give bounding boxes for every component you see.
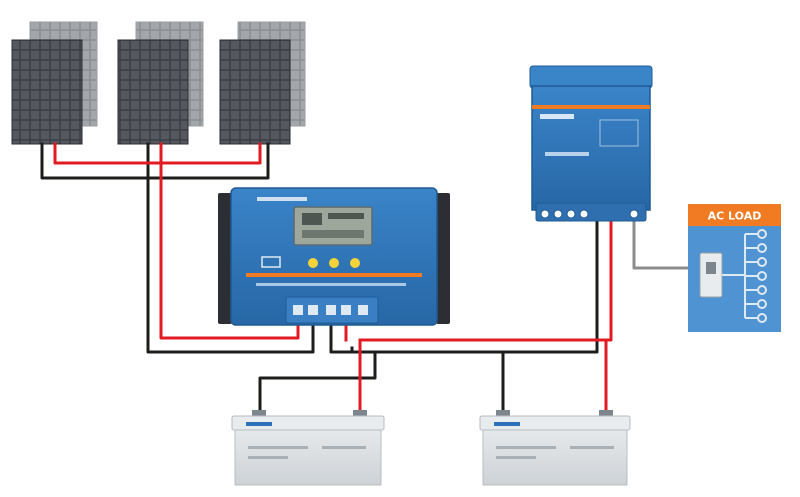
led-indicator — [350, 258, 360, 268]
cable-gland — [629, 209, 639, 219]
outlet-rows — [745, 229, 767, 323]
controller-battery-negative — [329, 323, 354, 354]
outlet-icon — [757, 313, 767, 323]
ac-load-header-bg — [688, 204, 781, 226]
lcd-glyph — [302, 230, 364, 238]
terminal-screw — [326, 305, 336, 315]
inverter-orange-stripe — [532, 105, 650, 109]
controller-lcd — [293, 206, 373, 246]
battery1-logo — [246, 422, 272, 426]
lcd-glyph — [302, 213, 322, 225]
cable-gland — [579, 209, 589, 219]
battery1-label-line — [322, 446, 366, 449]
battery1-label-line — [248, 456, 288, 459]
battery1-terminal-pos — [353, 410, 367, 417]
terminal-screw — [358, 305, 368, 315]
battery1-negative-wire — [258, 350, 377, 418]
outlet-icon — [757, 257, 767, 267]
battery2-logo — [494, 422, 520, 426]
pv-positive-to-controller — [159, 161, 300, 340]
solar-panel-icon — [219, 39, 291, 145]
dc-bus-negative — [338, 208, 599, 354]
battery1-label-line — [248, 446, 308, 449]
controller-body — [230, 187, 438, 326]
battery-icon — [479, 410, 631, 486]
battery-icon — [231, 410, 385, 486]
solar-panel-group-3 — [219, 21, 306, 145]
inverter-terminal-cover — [535, 202, 647, 222]
ac-breaker-icon — [699, 252, 723, 298]
pv-negative-to-controller — [146, 176, 315, 354]
ac-load-label: AC LOAD — [708, 210, 762, 223]
mppt-controller-icon — [218, 187, 450, 326]
terminal-screw — [308, 305, 318, 315]
lcd-glyph — [328, 213, 364, 219]
battery2-terminal-pos — [599, 410, 613, 417]
inverter-model-text — [545, 152, 589, 156]
led-indicator — [308, 258, 318, 268]
battery2-label-line — [570, 446, 614, 449]
terminal-screw — [341, 305, 351, 315]
wiring — [40, 142, 702, 418]
controller-bracket-left — [218, 193, 232, 324]
inverter-logo — [540, 114, 574, 119]
controller-orange-band — [246, 273, 422, 277]
dc-bus-positive — [358, 208, 613, 342]
outlet-icon — [757, 243, 767, 253]
breaker-toggle — [706, 262, 716, 274]
terminal-screw — [293, 305, 303, 315]
led-indicator — [329, 258, 339, 268]
inverter-body — [531, 85, 651, 211]
panel-negative-wire — [40, 142, 270, 180]
cable-gland — [553, 209, 563, 219]
inverter-top-cap — [529, 65, 653, 89]
inverter-charger-icon — [529, 65, 653, 222]
battery2-terminal-neg — [496, 410, 510, 417]
solar-panel-icon — [117, 39, 189, 145]
outlet-icon — [757, 271, 767, 281]
controller-brand-mark — [257, 197, 307, 201]
cable-gland — [566, 209, 576, 219]
panel-positive-wire — [53, 142, 262, 165]
inverter-panel-marks — [599, 119, 639, 147]
outlet-icon — [757, 299, 767, 309]
ac-load-panel: AC LOAD — [688, 204, 781, 332]
solar-panel-group-2 — [117, 21, 204, 145]
battery2-label-line — [496, 446, 556, 449]
outlet-icon — [757, 285, 767, 295]
solar-panel-group-1 — [11, 21, 98, 145]
cable-gland — [540, 209, 550, 219]
controller-text-line — [256, 283, 406, 286]
solar-symbol — [261, 256, 281, 268]
battery1-terminal-neg — [252, 410, 266, 417]
ac-output-wire — [632, 208, 702, 270]
solar-panel-icon — [11, 39, 83, 145]
battery2-label-line — [496, 456, 536, 459]
controller-bracket-right — [436, 193, 450, 324]
outlet-icon — [757, 229, 767, 239]
